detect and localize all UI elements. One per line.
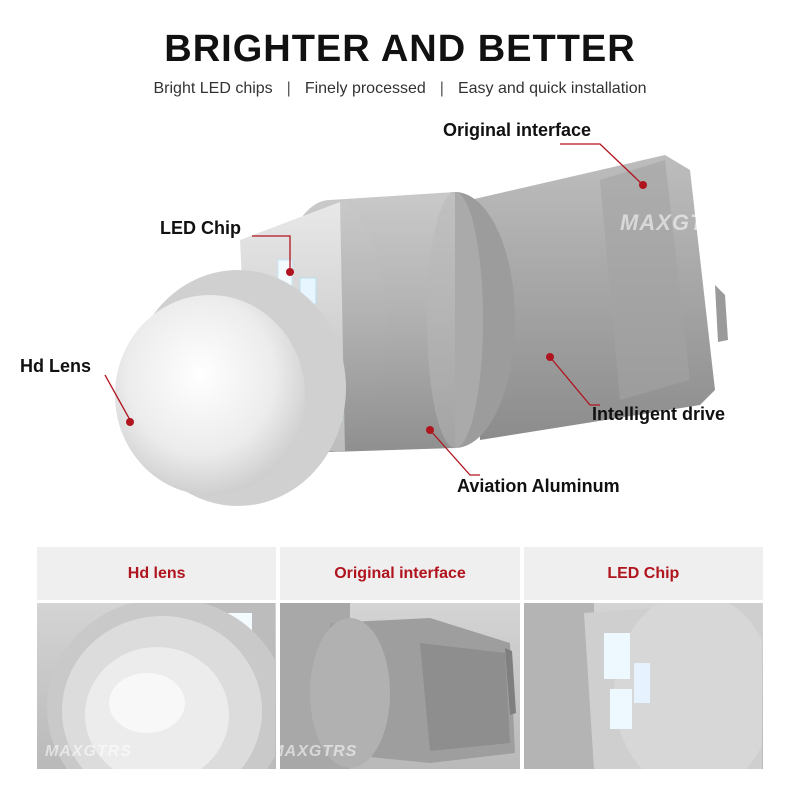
panel-photo-hd-lens: MAXGTRS — [37, 603, 277, 769]
panel-photo-led-chip — [523, 603, 763, 769]
panel-hd-lens: Hd lens MAXGTRS — [37, 547, 277, 769]
chip-closeup — [523, 603, 762, 769]
headline: BRIGHTER AND BETTER — [164, 28, 636, 70]
callout-original-interface: Original interface — [443, 120, 592, 140]
bulb-hd-lens — [115, 270, 346, 506]
callout-aviation-aluminum: Aviation Aluminum — [457, 476, 620, 496]
panel-original-interface: Original interface MAXGTRS — [280, 547, 520, 769]
led-bulb-illustration — [104, 143, 728, 506]
callout-dots — [126, 181, 647, 434]
detail-panels: Hd lens MAXGTRS Original interface — [37, 547, 763, 769]
panel-watermark: MAXGTRS — [280, 743, 358, 760]
lens-closeup — [47, 603, 275, 769]
panel-photo-original-interface: MAXGTRS — [280, 603, 520, 769]
bulb-base — [470, 155, 728, 440]
tagline-separator: | — [439, 80, 444, 97]
hero-product-illustration: MAXGTRS Original interface LED Chip Hd L… — [0, 110, 800, 530]
tagline-finely-processed: Finely processed — [304, 80, 426, 97]
callout-led-chip: LED Chip — [160, 218, 241, 238]
panel-header: Original interface — [280, 547, 520, 600]
panel-header: LED Chip — [523, 547, 763, 600]
tagline-row: Bright LED chips | Finely processed | Ea… — [0, 80, 800, 98]
panel-header: Hd lens — [37, 547, 277, 600]
tagline-easy-install: Easy and quick installation — [457, 80, 647, 97]
callout-hd-lens: Hd Lens — [20, 356, 92, 376]
callout-leaders — [104, 143, 644, 476]
interface-closeup — [280, 603, 517, 769]
tagline-separator: | — [286, 80, 291, 97]
panel-led-chip: LED Chip — [523, 547, 763, 769]
brand-watermark: MAXGTRS — [620, 210, 737, 235]
callout-intelligent-drive: Intelligent drive — [592, 404, 726, 424]
panel-watermark: MAXGTRS — [45, 743, 132, 760]
tagline-bright-chips: Bright LED chips — [153, 80, 273, 97]
